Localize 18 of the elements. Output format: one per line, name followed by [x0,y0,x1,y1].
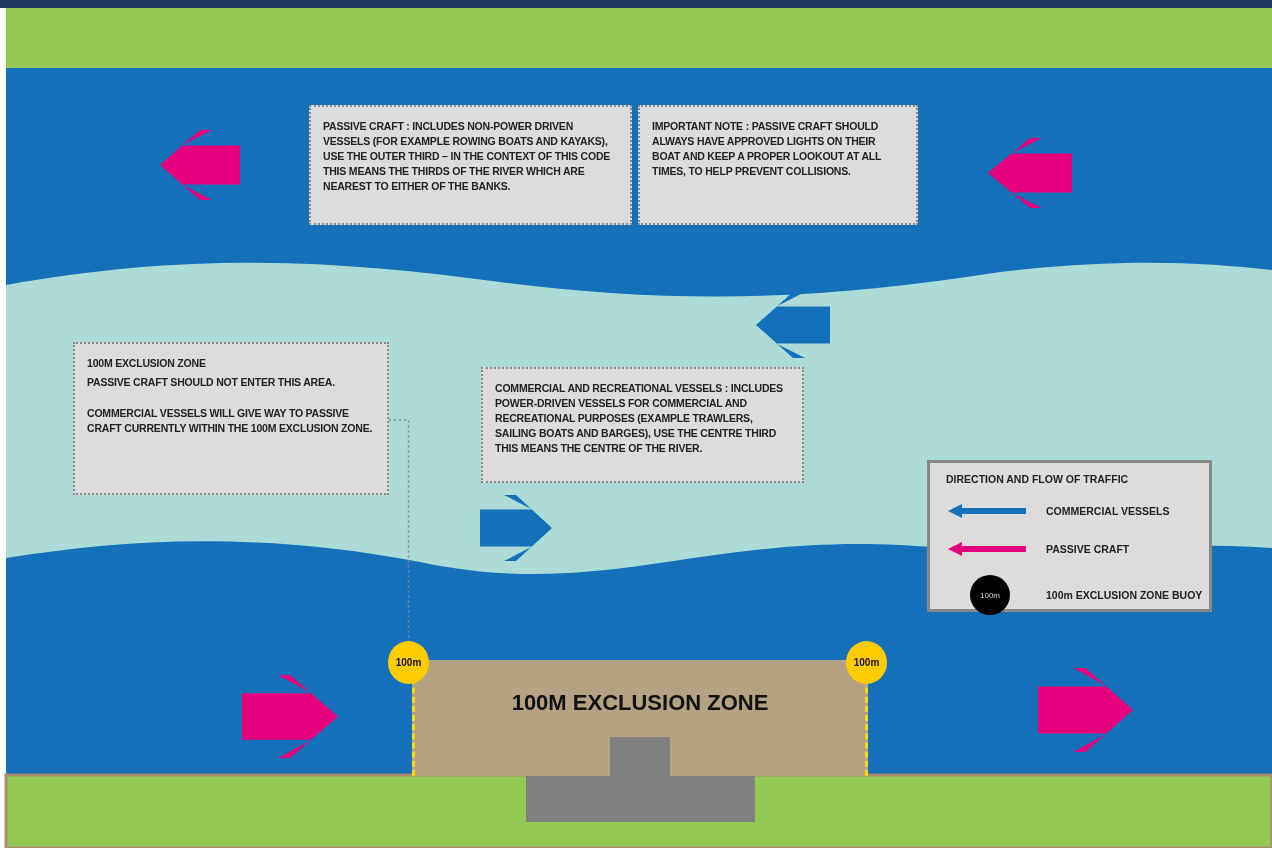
legend-text: COMMERCIAL VESSELS [1046,505,1170,517]
note-heading: 100M EXCLUSION ZONE [87,356,207,371]
note-text: PASSIVE CRAFT SHOULD NOT ENTER THIS AREA. [87,375,336,390]
note-text: COMMERCIAL AND RECREATIONAL VESSELS : INCLUDES POWER-DRIVEN VESSELS FOR COMMERCIAL AND RECREATIONAL PURPOSES (EXAMPLE TRAWLERS, SAILING BOATS AND BARGES), USE THE CENTRE THIRD THIS MEANS THE CENTRE OF THE RIVER. [495,381,784,456]
note-box [73,342,389,495]
buoy-label: 100m [980,590,1000,600]
note-text: IMPORTANT NOTE : PASSIVE CRAFT SHOULD ALWAYS HAVE APPROVED LIGHTS ON THEIR BOAT AND KEEP A PROPER LOOKOUT AT ALL TIMES, TO HELP PREVENT COLLISIONS. [652,119,883,179]
legend-text: PASSIVE CRAFT [1046,543,1130,555]
note-box [309,105,632,225]
legend-text: 100m EXCLUSION ZONE BUOY [1046,589,1203,601]
note-text: PASSIVE CRAFT : INCLUDES NON-POWER DRIVEN VESSELS (FOR EXAMPLE ROWING BOATS AND KAYAKS), USE THE OUTER THIRD – IN THE CONTEXT OF THIS CODE THIS MEANS THE THIRDS OF THE RIVER WHICH ARE NEAREST TO EITHER OF THE BANKS. [323,119,612,194]
buoy-label: 100m [853,657,880,668]
zone-label: 100M EXCLUSION ZONE [511,690,769,717]
legend-title: DIRECTION AND FLOW OF TRAFFIC [946,473,1129,485]
note-box [638,105,918,225]
buoy-label: 100m [395,657,422,668]
note-text: COMMERCIAL VESSELS WILL GIVE WAY TO PASSIVE CRAFT CURRENTLY WITHIN THE 100M EXCLUSION ZONE. [87,406,374,436]
note-box [481,367,804,483]
